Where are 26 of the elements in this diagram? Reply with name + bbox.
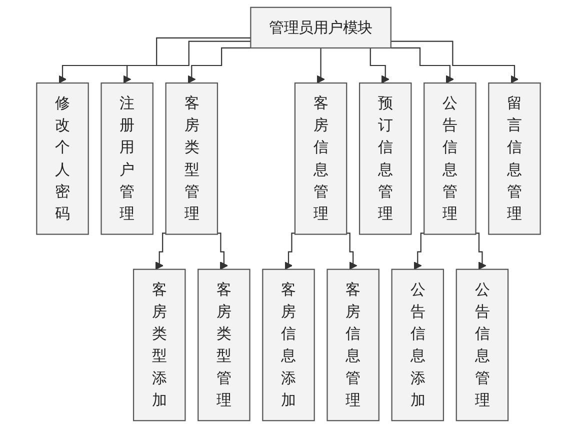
arrow	[346, 232, 358, 270]
node-box: 客房信息添加	[262, 268, 315, 422]
arrow	[155, 232, 166, 270]
node-box: 客房类型添加	[132, 268, 186, 422]
node-box: 注册用户管理	[100, 82, 154, 235]
node-box: 客房信息管理	[326, 268, 380, 422]
node-box: 留言信息管理	[488, 82, 541, 235]
arrow	[476, 232, 486, 270]
arrow	[316, 47, 325, 84]
node-box: 客房类型管理	[165, 82, 218, 235]
node-box: 公告信息添加	[391, 268, 444, 422]
arrow	[58, 37, 251, 84]
arrow	[284, 232, 295, 270]
node-box: 客房类型管理	[198, 268, 250, 422]
arrow	[390, 40, 519, 84]
node-box: 公告信息管理	[424, 82, 476, 235]
node-box: 公告信息管理	[456, 268, 509, 422]
arrow	[217, 232, 228, 270]
node-box: 预订信息管理	[358, 82, 412, 235]
node-box: 管理员用户模块	[250, 6, 392, 49]
arrow	[390, 47, 454, 84]
node-box: 修改个人密码	[36, 82, 89, 235]
arrow	[123, 40, 251, 84]
node-box: 客房信息管理	[294, 82, 348, 235]
arrow	[188, 47, 252, 84]
arrow	[414, 232, 424, 270]
